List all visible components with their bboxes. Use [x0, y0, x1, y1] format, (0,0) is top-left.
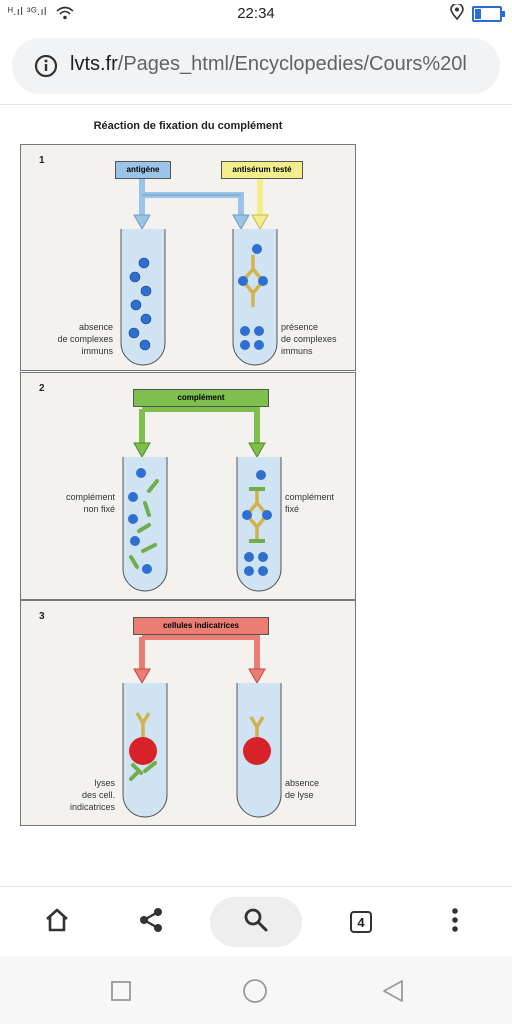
- tab-count-badge: 4: [350, 911, 372, 933]
- signal-indicator: ᴴ.ıl ³ᴳ.ıl: [8, 6, 48, 18]
- url-text[interactable]: lvts.fr/Pages_html/Encyclopedies/Cours%2…: [70, 53, 488, 76]
- address-bar[interactable]: lvts.fr/Pages_html/Encyclopedies/Cours%2…: [12, 38, 500, 94]
- complement-box: complément: [133, 389, 269, 407]
- panel-1: 1: [20, 144, 356, 371]
- antigen-box: antigène: [115, 161, 171, 179]
- cells-arrowhead-left: [133, 668, 151, 685]
- search-icon: [243, 907, 269, 938]
- tabs-button[interactable]: 4: [338, 899, 384, 945]
- panel-2-illustration: [122, 406, 282, 592]
- panel-2: 2: [20, 372, 356, 600]
- home-icon: [43, 906, 71, 939]
- complement-arrowhead-right: [248, 442, 266, 459]
- more-vert-icon: [451, 907, 459, 938]
- figure-title: Réaction de fixation du complément: [93, 120, 283, 132]
- battery-icon: [472, 6, 505, 22]
- square-icon: [110, 981, 132, 1006]
- antigen-arrow: [139, 177, 244, 217]
- share-icon: [137, 906, 165, 939]
- antigen-dots-left: [128, 257, 152, 351]
- back-button[interactable]: [380, 978, 406, 1009]
- antiserum-arrowhead: [251, 214, 269, 231]
- cells-arrowhead-right: [248, 668, 266, 685]
- home-system-button[interactable]: [242, 978, 268, 1009]
- clock: 22:34: [237, 5, 275, 22]
- toolbar-divider: [0, 104, 512, 105]
- page-content: Réaction de fixation du complément 1: [0, 106, 512, 886]
- complement-arrowhead-left: [133, 442, 151, 459]
- antigen-arrowhead-left: [133, 214, 151, 231]
- circle-icon: [242, 979, 268, 1008]
- tube-left: [122, 457, 168, 592]
- fixed-complement: [242, 470, 272, 576]
- immune-complex: [238, 244, 268, 350]
- info-icon[interactable]: [34, 54, 58, 83]
- panel-number: 3: [39, 611, 45, 622]
- url-path: /Pages_html/Encyclopedies/Cours%20l: [117, 53, 467, 75]
- lysed-cell: [129, 712, 157, 781]
- system-navigation-bar: [0, 956, 512, 1024]
- panel-1-illustration: [120, 177, 278, 366]
- share-button[interactable]: [128, 899, 174, 945]
- antiserum-box: antisérum testé: [221, 161, 303, 179]
- antigen-arrowhead-right: [232, 214, 250, 231]
- recents-button[interactable]: [110, 980, 132, 1007]
- home-button[interactable]: [34, 899, 80, 945]
- menu-button[interactable]: [432, 899, 478, 945]
- triangle-back-icon: [380, 980, 406, 1008]
- url-host: lvts.fr: [70, 53, 118, 75]
- location-icon: [450, 2, 464, 25]
- panel-3-illustration: [122, 634, 282, 818]
- wifi-icon: [56, 6, 74, 25]
- status-bar: ᴴ.ıl ³ᴳ.ıl 22:34: [0, 0, 512, 30]
- indicator-cells-box: cellules indicatrices: [133, 617, 269, 635]
- search-button[interactable]: [210, 897, 302, 947]
- intact-cell: [243, 716, 271, 765]
- panel-number: 2: [39, 383, 45, 394]
- panel-number: 1: [39, 155, 45, 166]
- bottom-toolbar: 4: [0, 886, 512, 957]
- free-complement: [128, 468, 159, 574]
